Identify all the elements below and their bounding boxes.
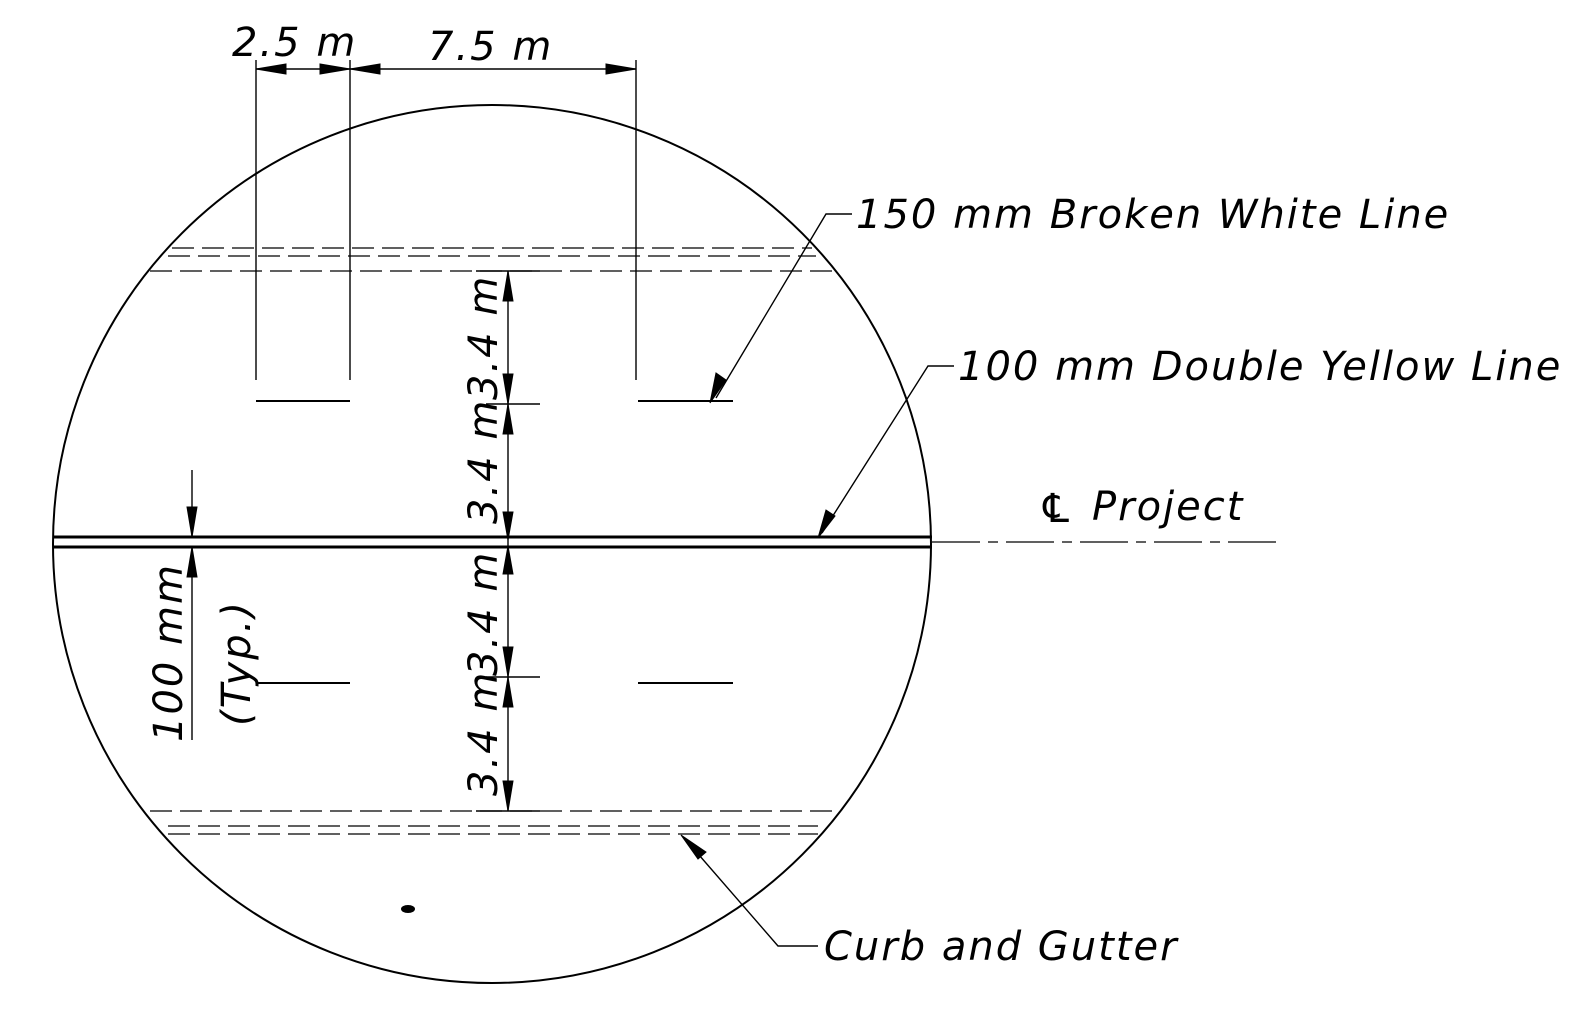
centerline-symbol: ℄ [1038,486,1076,532]
leader-double-yellow-line [817,365,954,539]
lane-width-dimension [476,270,540,812]
curb-gutter-bottom [150,810,836,835]
line-width-note: (Typ.) [214,600,260,726]
label-curb-gutter: Curb and Gutter [824,924,1179,970]
line-width-dimension [186,470,198,740]
dim-gap-length: 7.5 m [428,24,553,70]
lane-width-1: 3.4 m [461,275,507,400]
leader-curb-gutter [680,834,818,947]
lane-width-3: 3.4 m [461,551,507,676]
label-project: Project [1092,484,1244,530]
label-double-yellow-line: 100 mm Double Yellow Line [958,344,1562,390]
dimension-extension-lines [255,60,637,380]
dim-dash-length: 2.5 m [232,20,357,66]
leader-broken-white-line [709,213,852,404]
speck [401,905,415,913]
top-dimension-line [255,63,637,75]
line-width-value: 100 mm [146,563,192,742]
broken-white-dashes [256,400,733,684]
curb-gutter-top [150,247,834,272]
label-broken-white-line: 150 mm Broken White Line [856,192,1450,238]
detail-circle [52,104,932,984]
double-yellow-line [53,535,932,549]
lane-width-4: 3.4 m [461,671,507,796]
lane-width-2: 3.4 m [461,399,507,524]
